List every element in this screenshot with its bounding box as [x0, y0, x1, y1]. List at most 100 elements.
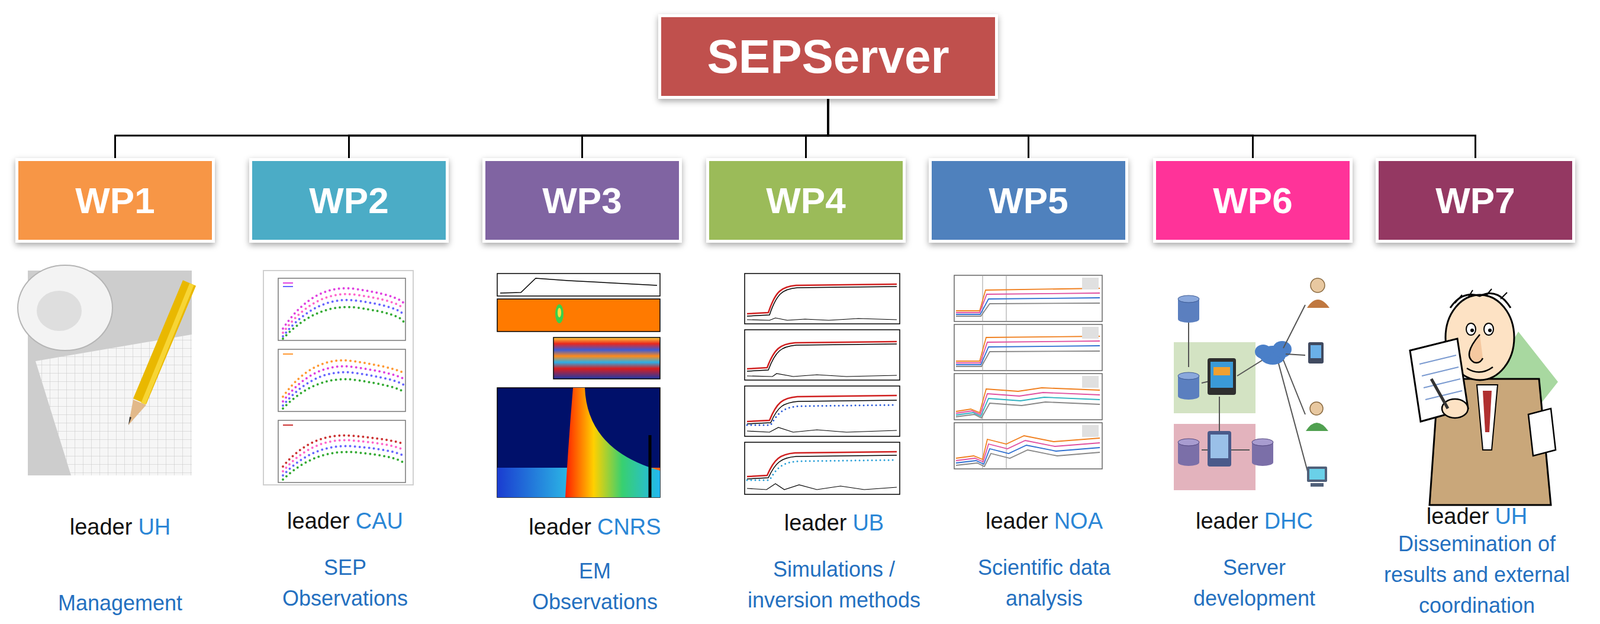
simulation-plots-part-part	[747, 404, 897, 426]
user-icons-part	[1309, 468, 1325, 480]
em-spectra	[489, 270, 664, 501]
paper-pencil-photo-part	[128, 416, 132, 426]
analysis-plots-part-part	[955, 336, 1100, 362]
work-package-description: EM Observations	[520, 555, 669, 618]
em-spectra-part	[557, 307, 562, 318]
analysis-plots-part	[954, 422, 1103, 469]
analysis-plots-part	[954, 275, 1103, 322]
server-architecture-part	[1283, 304, 1306, 349]
analysis-plots-part-part	[954, 275, 1103, 322]
cartoon-writer-part	[1482, 390, 1492, 433]
partner-name: NOA	[1054, 508, 1103, 534]
server-architecture-part	[1218, 396, 1220, 433]
analysis-plots-part-part	[1082, 277, 1099, 290]
paper-pencil-photo	[17, 265, 192, 476]
sep-plots-part	[278, 278, 406, 341]
user-icons-part	[1310, 483, 1324, 487]
tree-connector	[115, 98, 829, 159]
em-spectra-part	[500, 278, 658, 294]
simulation-plots-part	[744, 442, 900, 495]
analysis-plots-part-part	[1006, 324, 1007, 371]
server-architecture-part	[1188, 322, 1190, 367]
simulation-plots-part-part	[747, 317, 897, 321]
simulation-plots-part-part	[747, 343, 897, 372]
simulation-plots-part-part	[747, 459, 897, 481]
em-spectra-part	[565, 387, 661, 498]
server-architecture-part	[1210, 434, 1229, 459]
analysis-plots-part-part	[955, 401, 1100, 418]
sep-plots-part-part	[282, 300, 404, 337]
database-cylinder	[1177, 295, 1274, 466]
box-title: WP7	[1435, 179, 1515, 222]
box-title: SEPServer	[706, 29, 949, 85]
analysis-plots-part-part	[954, 324, 1103, 371]
leader-label: leader	[985, 508, 1049, 534]
cartoon-writer-part	[1466, 323, 1476, 336]
sep-plots-part-part	[282, 379, 404, 409]
user-icons-part	[1310, 345, 1322, 359]
leader-line: leaderCNRS	[528, 512, 661, 542]
sep-plots-part	[278, 420, 406, 483]
database-cylinder-part	[1177, 392, 1200, 400]
simulation-plots-part-part	[747, 427, 897, 433]
server-architecture-part	[1283, 359, 1306, 415]
leader-line: leaderUB	[784, 508, 884, 537]
analysis-plots	[948, 270, 1113, 470]
leader-line: leaderUH	[1426, 501, 1528, 531]
leader-label: leader	[69, 514, 133, 540]
work-package-description: Management	[25, 587, 215, 619]
simulation-plots-part-part	[747, 284, 897, 314]
simulation-plots-part-part	[747, 400, 897, 424]
cartoon-writer-part	[1470, 328, 1474, 333]
tree-connector	[828, 98, 1029, 159]
server-architecture-part	[1278, 363, 1309, 474]
server-architecture-part	[1207, 430, 1232, 467]
user-icons-part	[1308, 342, 1324, 364]
database-cylinder-part	[1177, 438, 1200, 446]
cartoon-writer	[1409, 288, 1558, 505]
sep-plots-part-part	[278, 349, 406, 412]
cartoon-writer-part	[1441, 398, 1468, 418]
cartoon-writer-part	[1528, 408, 1556, 456]
server-architecture-part	[1210, 361, 1234, 388]
analysis-plots-part-part	[1006, 373, 1007, 420]
cloud-icon-part	[1254, 344, 1272, 359]
box-title: WP4	[765, 179, 846, 222]
paper-pencil-photo-part	[128, 399, 147, 426]
em-spectra-part	[497, 387, 661, 498]
cartoon-writer-part	[1409, 338, 1468, 422]
em-spectra-part	[553, 337, 661, 379]
cartoon-writer-part	[1469, 334, 1483, 363]
user-icons-part	[1305, 422, 1329, 431]
sep-plots-part-part	[278, 278, 406, 341]
sep-plots	[263, 270, 414, 485]
leader-label: leader	[784, 510, 848, 536]
sep-plots-part-part	[282, 353, 294, 355]
analysis-plots-part-part	[955, 288, 1100, 311]
box-title: WP1	[75, 179, 155, 222]
partner-name: CAU	[355, 508, 404, 534]
em-spectra-part	[648, 435, 652, 498]
simulation-plots-part-part	[747, 373, 897, 377]
simulation-plots-part-part	[744, 329, 900, 381]
work-package-box: WP3	[482, 158, 682, 243]
database-cylinder-part	[1177, 315, 1200, 323]
work-package-box: WP2	[249, 158, 449, 243]
cartoon-writer-part	[1466, 366, 1493, 373]
database-cylinder-part	[1251, 458, 1274, 466]
sep-plots-part-part	[282, 451, 404, 480]
root-box: SEPServer	[658, 14, 999, 99]
sep-plots-part-part	[282, 372, 404, 406]
simulation-plots-part-part	[747, 483, 897, 490]
paper-pencil-photo-part	[139, 282, 190, 402]
sep-plots-part	[263, 270, 414, 485]
analysis-plots-part-part	[955, 297, 1100, 315]
cartoon-writer-part	[1476, 384, 1498, 450]
server-architecture	[1173, 278, 1330, 491]
work-package-box: WP1	[15, 158, 215, 243]
leader-line: leaderCAU	[287, 506, 404, 536]
analysis-plots-part-part	[955, 445, 1100, 465]
user-icons	[1305, 278, 1330, 487]
